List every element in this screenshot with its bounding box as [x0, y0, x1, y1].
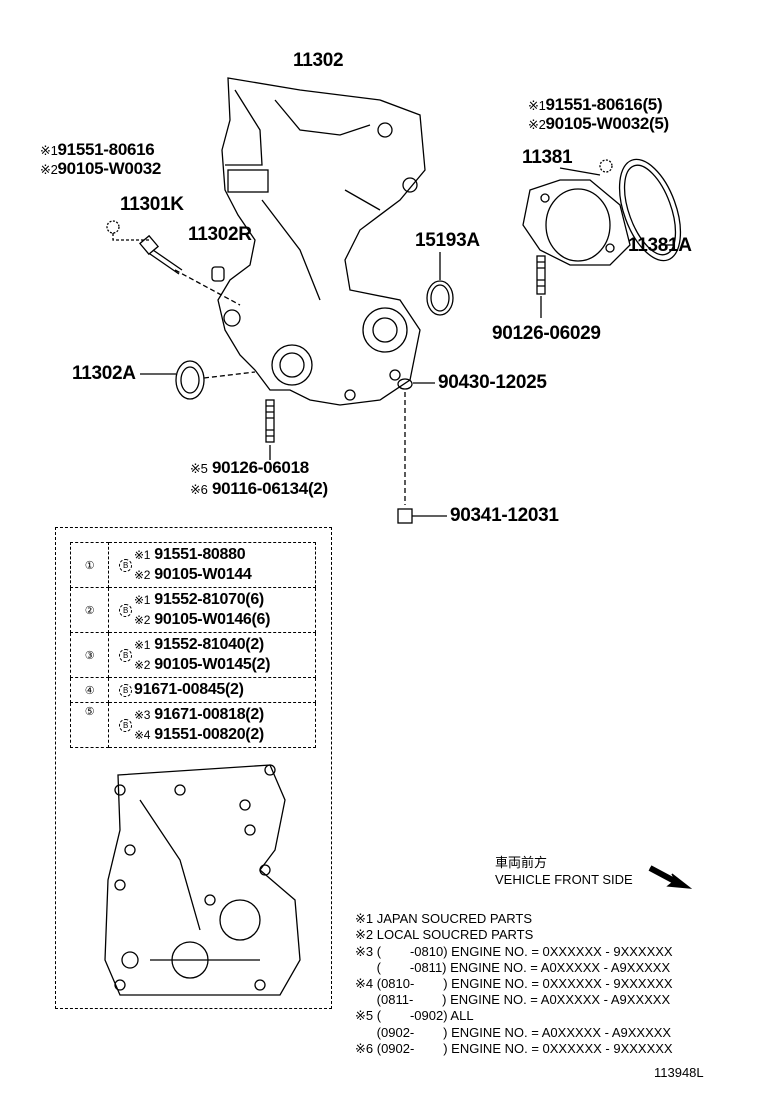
- note-1: ※1 JAPAN SOUCRED PARTS: [355, 911, 533, 926]
- ref-stud-5: ※5 90126-06018: [190, 458, 309, 477]
- part-label-11381: 11381: [522, 147, 573, 168]
- note-5: ※5 ( -0902) ALL: [355, 1008, 474, 1023]
- timing-chain-cover-drawing: [217, 77, 426, 406]
- drain-plug-90341-drawing: [397, 508, 413, 524]
- bolt-location-map: [104, 764, 301, 996]
- diagram-id: 113948L: [654, 1065, 704, 1080]
- part-label-11302r: 11302R: [188, 224, 252, 245]
- stud-90126-06018-drawing: [265, 399, 275, 443]
- oil-seal-retainer-11381-drawing: [522, 179, 631, 266]
- o-ring-15193a-drawing: [426, 280, 454, 316]
- vehicle-front-en: VEHICLE FRONT SIDE: [495, 872, 633, 887]
- ref-stud-6: ※6 90116-06134(2): [190, 479, 328, 498]
- stud-90126-06029-drawing: [536, 255, 546, 295]
- part-label-90430-12025: 90430-12025: [438, 372, 547, 393]
- bolt-11301k-drawing: [138, 234, 241, 306]
- oil-seal-11302a-drawing: [175, 360, 205, 400]
- part-label-11302a: 11302A: [72, 363, 136, 384]
- note-2: ※2 LOCAL SOUCRED PARTS: [355, 927, 534, 942]
- ref-right-1: ※191551-80616(5): [528, 95, 663, 114]
- part-label-11301k: 11301K: [120, 194, 184, 215]
- note-5b: (0902- ) ENGINE NO. = A0XXXXX - A9XXXXX: [355, 1025, 672, 1040]
- ref-right-2: ※290105-W0032(5): [528, 114, 669, 133]
- note-6: ※6 (0902- ) ENGINE NO. = 0XXXXXX - 9XXXX…: [355, 1041, 673, 1056]
- bolt-mark-circle: [106, 220, 120, 234]
- gasket-90430-drawing: [397, 378, 413, 390]
- ref-left-1: ※191551-80616: [40, 140, 155, 159]
- part-label-90126-06029: 90126-06029: [492, 323, 601, 344]
- bolt-table-frame: [55, 527, 332, 1009]
- note-4b: (0811- ) ENGINE NO. = A0XXXXX - A9XXXXX: [355, 992, 671, 1007]
- note-3b: ( -0811) ENGINE NO. = A0XXXXX - A9XXXXX: [355, 960, 671, 975]
- oil-seal-11381a-drawing: [618, 158, 682, 262]
- part-label-11302: 11302: [293, 50, 344, 71]
- part-label-15193a: 15193A: [415, 230, 480, 251]
- note-3: ※3 ( -0810) ENGINE NO. = 0XXXXXX - 9XXXX…: [355, 944, 673, 959]
- vehicle-front-jp: 車両前方: [495, 855, 548, 870]
- plug-11302r-drawing: [211, 266, 225, 282]
- part-label-11381a: 11381A: [628, 235, 692, 256]
- ref-left-2: ※290105-W0032: [40, 159, 162, 178]
- note-4: ※4 (0810- ) ENGINE NO. = 0XXXXXX - 9XXXX…: [355, 976, 673, 991]
- part-label-90341-12031: 90341-12031: [450, 505, 559, 526]
